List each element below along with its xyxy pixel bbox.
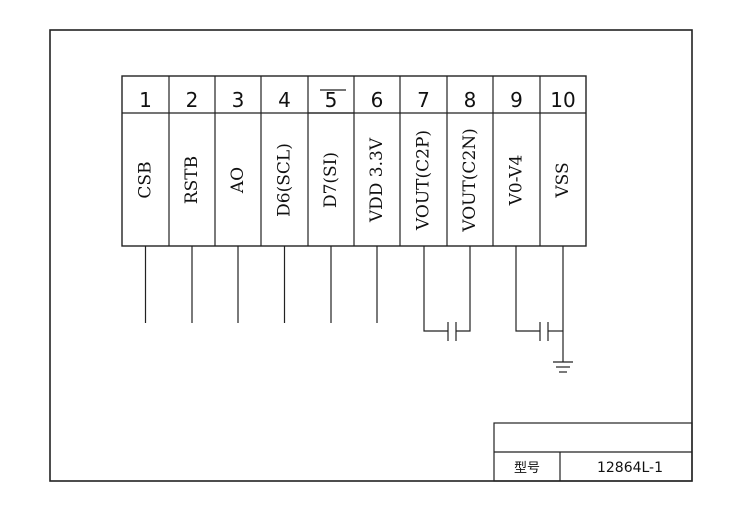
pin-number-10: 10 <box>550 88 575 112</box>
title-block <box>493 422 693 482</box>
pin-number-2: 2 <box>186 88 199 112</box>
model-value: 12864L-1 <box>597 460 663 476</box>
pin-signal-8: VOUT(C2N) <box>460 128 480 233</box>
pin-signal-1: CSB <box>136 161 156 198</box>
capacitor-v0-vss <box>515 246 564 362</box>
pin-number-9: 9 <box>510 88 523 112</box>
model-label: 型号 <box>514 461 540 476</box>
pin-signal-5: D7(SI) <box>321 152 341 208</box>
ground-icon <box>553 361 573 373</box>
capacitor-c2p-c2n <box>423 246 471 341</box>
pin-number-5: 5 <box>325 88 338 112</box>
pin-number-6: 6 <box>371 88 384 112</box>
pin-signal-9: V0-V4 <box>507 155 527 207</box>
pin-number-3: 3 <box>232 88 245 112</box>
pin-signal-3: AO <box>228 167 248 194</box>
pin-number-7: 7 <box>417 88 430 112</box>
pin-number-1: 1 <box>139 88 152 112</box>
pin-number-4: 4 <box>278 88 291 112</box>
pin-number-8: 8 <box>464 88 477 112</box>
pin-signal-6: VDD 3.3V <box>367 137 387 223</box>
pin-signal-10: VSS <box>553 162 573 198</box>
pin-signal-2: RSTB <box>182 156 202 204</box>
pin-signal-4: D6(SCL) <box>275 143 295 217</box>
pin-signal-7: VOUT(C2P) <box>414 130 434 231</box>
drawing-frame <box>49 29 693 482</box>
